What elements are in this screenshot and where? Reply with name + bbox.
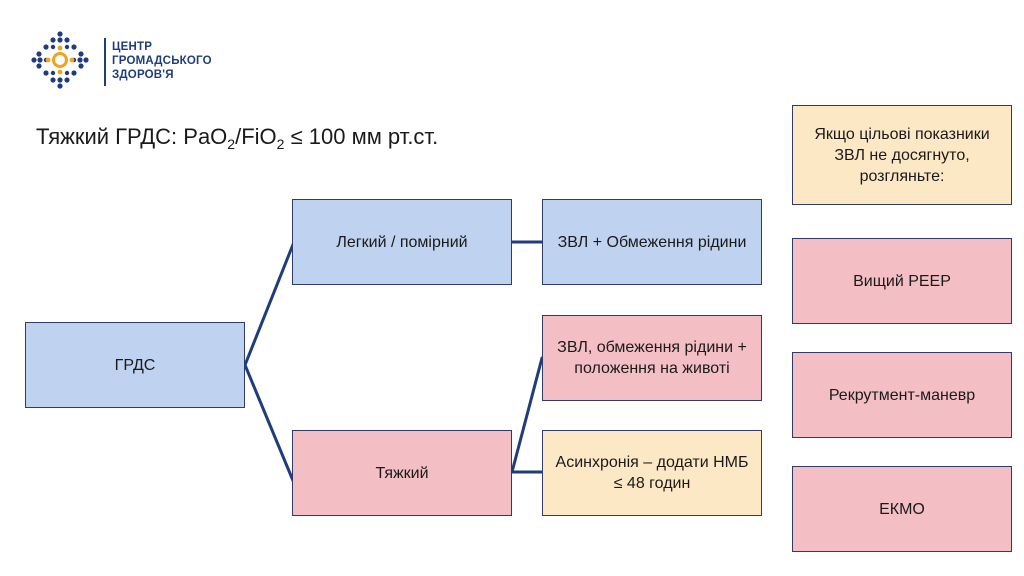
title-subscript-2: 2 (276, 136, 285, 152)
public-health-center-logo-icon (31, 31, 89, 89)
recruitment-maneuver-box: Рекрутмент-маневр (792, 352, 1012, 438)
higher-peep-box: Вищий PEEP (792, 238, 1012, 324)
connector-ards-to-severe (243, 363, 296, 485)
ards-box: ГРДС (25, 322, 245, 408)
ventilation-fluid-restriction-box: ЗВЛ + Обмеження рідини (542, 199, 762, 285)
logo-line-2: ГРОМАДСЬКОГО (112, 55, 212, 67)
logo-line-3: ЗДОРОВ'Я (112, 69, 174, 81)
title-middle: /FiO (235, 124, 277, 149)
title-suffix: ≤ 100 мм рт.ст. (284, 124, 439, 149)
title-subscript-1: 2 (227, 136, 236, 152)
connector-severe-to-prone (510, 356, 544, 474)
logo-divider (104, 38, 106, 86)
mild-moderate-box: Легкий / помірний (292, 199, 512, 285)
ecmo-box: ЕКМО (792, 466, 1012, 552)
logo-text: ЦЕНТР ГРОМАДСЬКОГО ЗДОРОВ'Я (112, 40, 212, 82)
connector-ards-to-mild (243, 240, 296, 367)
severe-box: Тяжкий (292, 430, 512, 516)
logo-line-1: ЦЕНТР (112, 41, 153, 53)
page-title: Тяжкий ГРДС: PaO2/FiO2 ≤ 100 мм рт.ст. (36, 124, 439, 152)
title-prefix: Тяжкий ГРДС: PaO (36, 124, 228, 149)
ventilation-prone-position-box: ЗВЛ, обмеження рідини + положення на жив… (542, 315, 762, 401)
asynchrony-nmb-box: Асинхронія – додати НМБ ≤ 48 годин (542, 430, 762, 516)
condition-box: Якщо цільові показники ЗВЛ не досягнуто,… (792, 105, 1012, 205)
